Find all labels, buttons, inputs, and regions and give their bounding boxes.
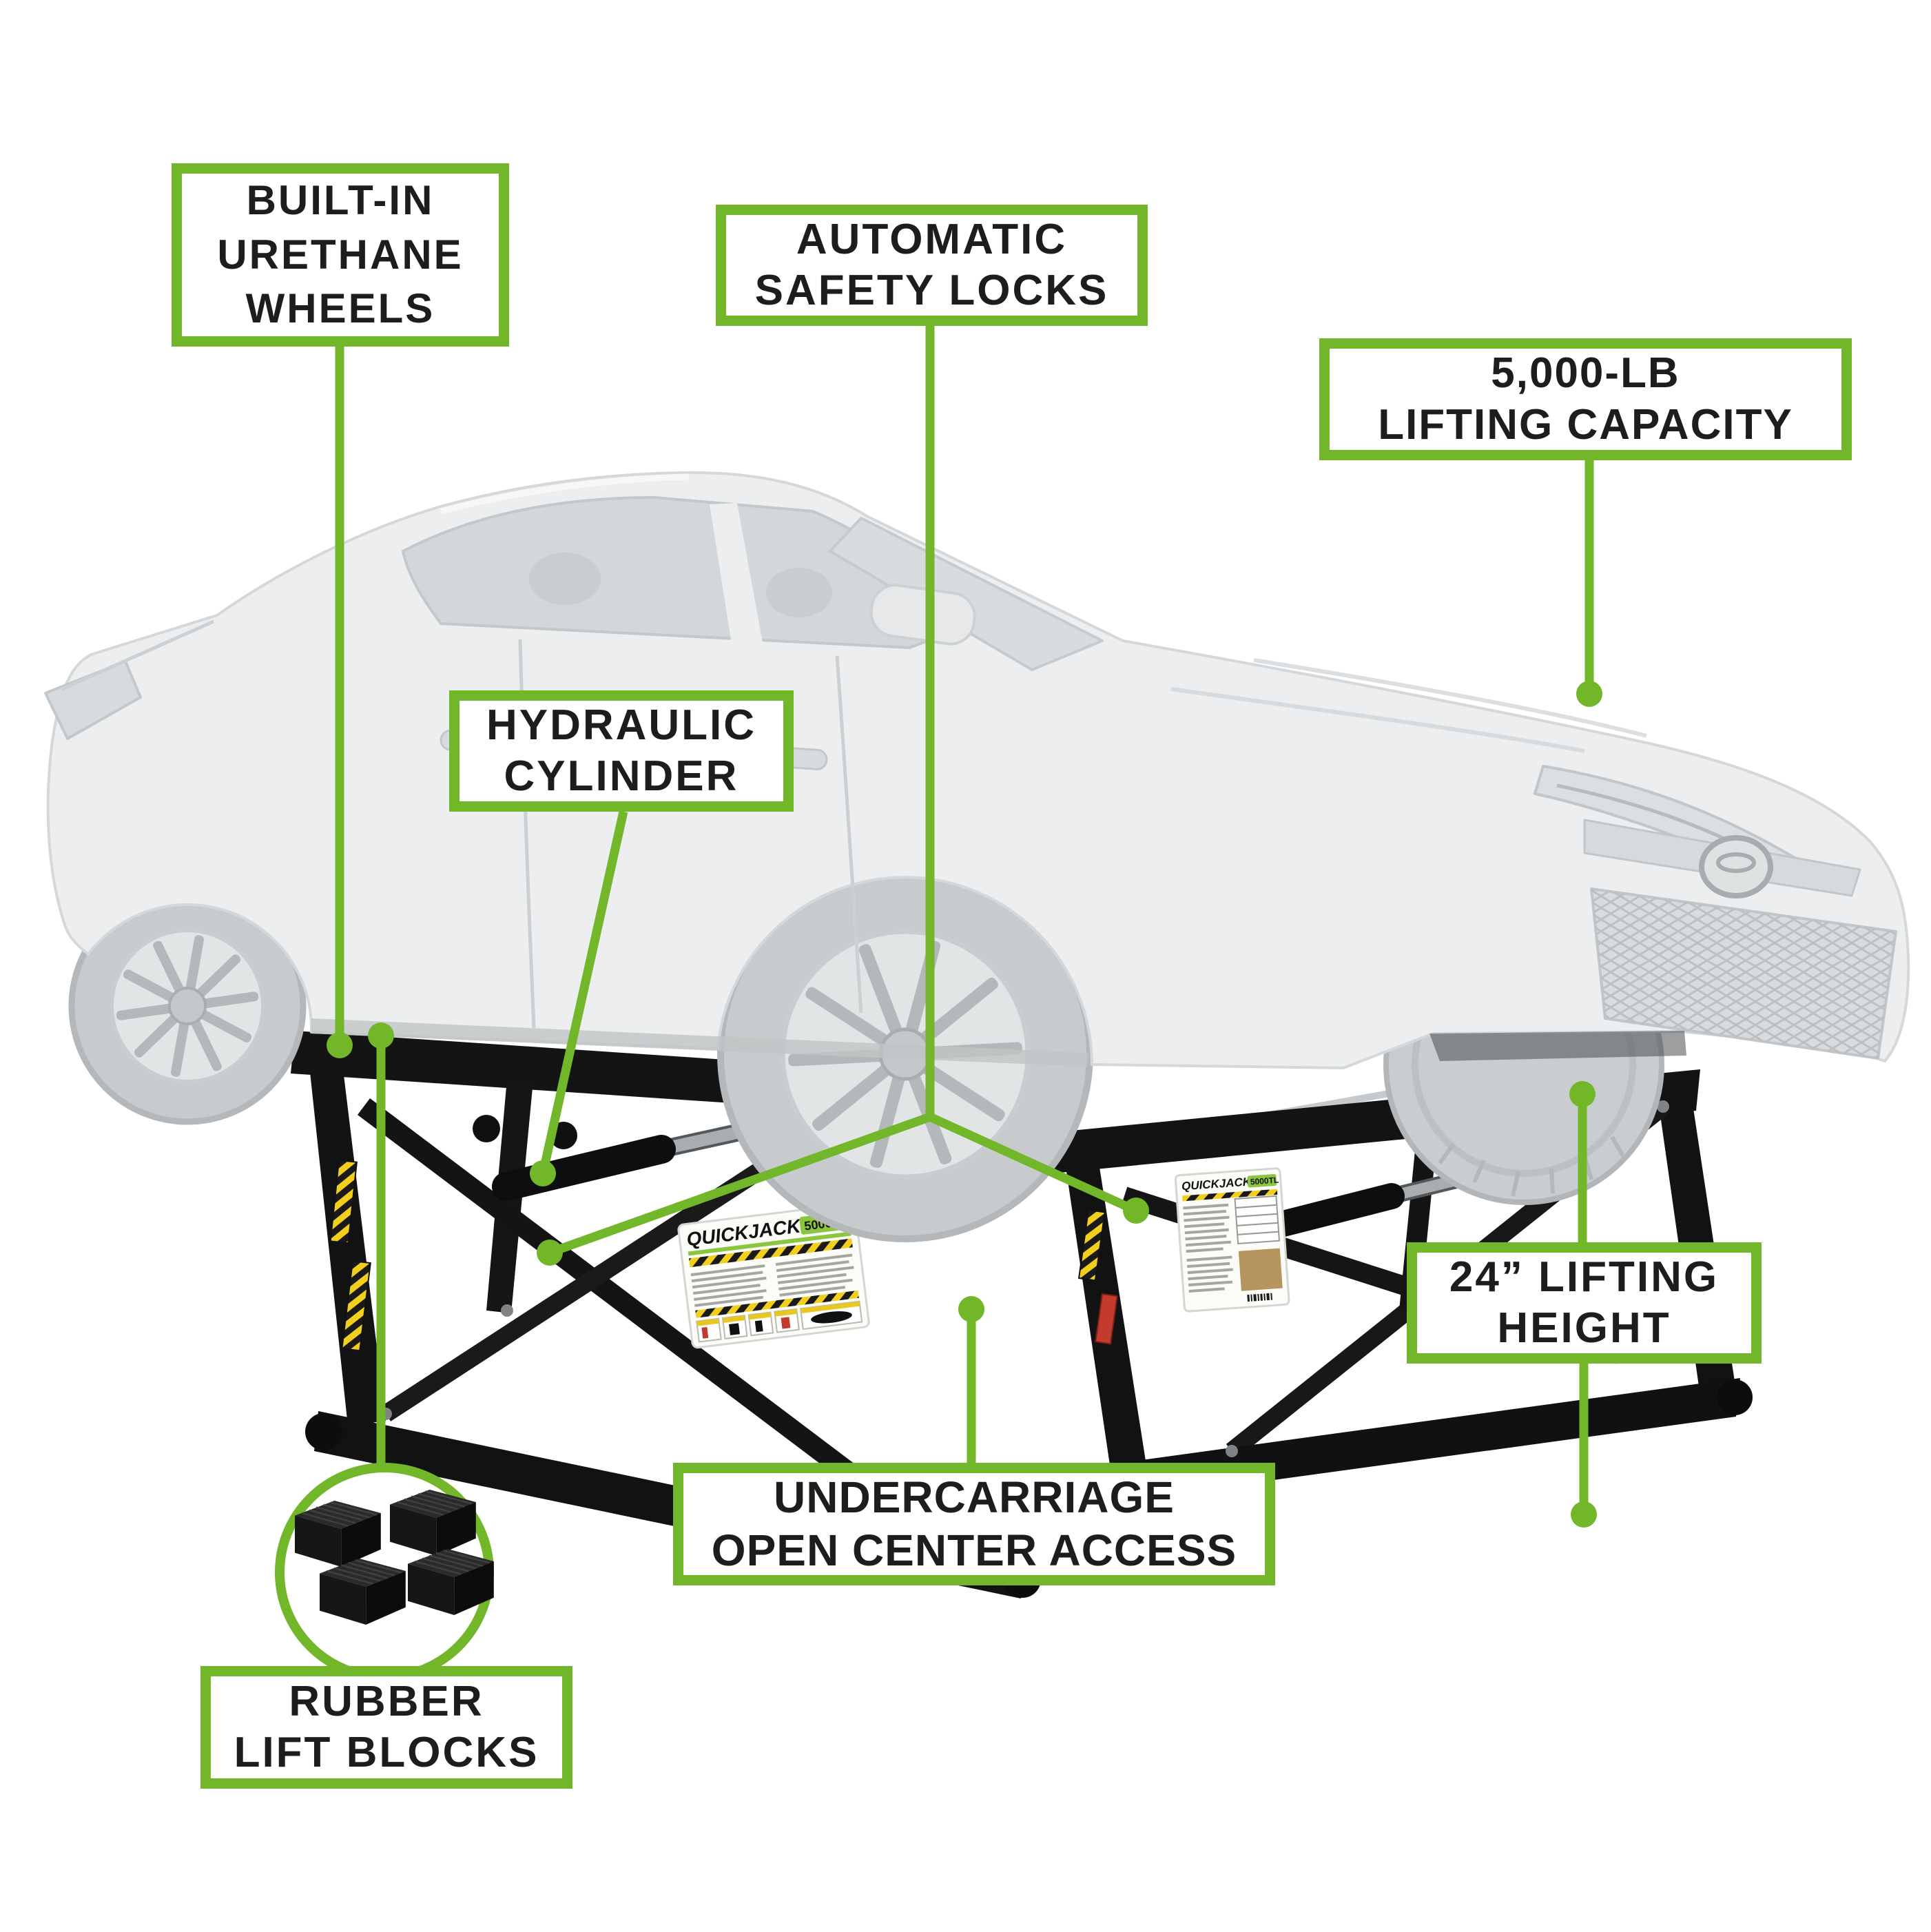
caution-label [1077, 1209, 1106, 1282]
callout-label: 5,000-LB LIFTING CAPACITY [1378, 349, 1793, 449]
callout-dot-safety-lock-right [1123, 1198, 1149, 1224]
callout-lifting-height: 24” LIFTING HEIGHT [1407, 1242, 1762, 1364]
callout-dot-capacity [1576, 681, 1602, 707]
sticker-tan-panel [1238, 1248, 1283, 1291]
callout-built-in-urethane-wheels: BUILT-IN URETHANE WHEELS [172, 163, 509, 347]
callout-dot-hydraulic [530, 1160, 556, 1186]
callout-line-safety-locks-right [928, 1113, 1138, 1215]
caution-label [341, 1260, 371, 1352]
sticker-car-pictogram [811, 1311, 852, 1324]
callout-dot-built-in-wheels [327, 1032, 353, 1058]
callout-label: AUTOMATIC SAFETY LOCKS [754, 215, 1109, 314]
hydraulic-cylinder-body [492, 1135, 676, 1201]
callout-automatic-safety-locks: AUTOMATIC SAFETY LOCKS [716, 205, 1148, 326]
quickjack-spec-sticker: QUICKJACK 5000TL [1174, 1167, 1290, 1313]
warning-label [1095, 1293, 1118, 1345]
callout-label: 24” LIFTING HEIGHT [1449, 1253, 1720, 1352]
callout-label: RUBBER LIFT BLOCKS [234, 1677, 539, 1776]
callout-label: UNDERCARRIAGE OPEN CENTER ACCESS [711, 1472, 1237, 1575]
rubber-lift-blocks [275, 1463, 495, 1682]
b-pillar [710, 503, 763, 646]
sticker-model-badge [1247, 1173, 1277, 1188]
callout-label: BUILT-IN URETHANE WHEELS [217, 177, 464, 332]
callout-hydraulic-cylinder: HYDRAULIC CYLINDER [449, 690, 794, 812]
car-rear-wheel [68, 887, 307, 1125]
sticker-model-text: 5000TL [1250, 1175, 1279, 1187]
ghost-car [44, 471, 1910, 1242]
callout-rubber-lift-blocks: RUBBER LIFT BLOCKS [200, 1666, 572, 1789]
caution-label [329, 1159, 358, 1244]
callout-undercarriage-access: UNDERCARRIAGE OPEN CENTER ACCESS [673, 1463, 1275, 1585]
bumper-lip [1429, 1031, 1686, 1061]
callout-dot-safety-lock-left [537, 1240, 563, 1266]
toyota-emblem [1699, 835, 1773, 898]
callout-connectors [327, 325, 1602, 1528]
callout-line-hydraulic [538, 810, 628, 1175]
windshield [829, 517, 1104, 671]
car-body [44, 471, 1910, 1069]
callout-lifting-capacity: 5,000-LB LIFTING CAPACITY [1319, 338, 1852, 460]
callout-label: HYDRAULIC CYLINDER [486, 701, 757, 800]
callout-dot-height-bottom [1571, 1501, 1597, 1528]
callout-line-safety-locks-left [548, 1112, 932, 1257]
